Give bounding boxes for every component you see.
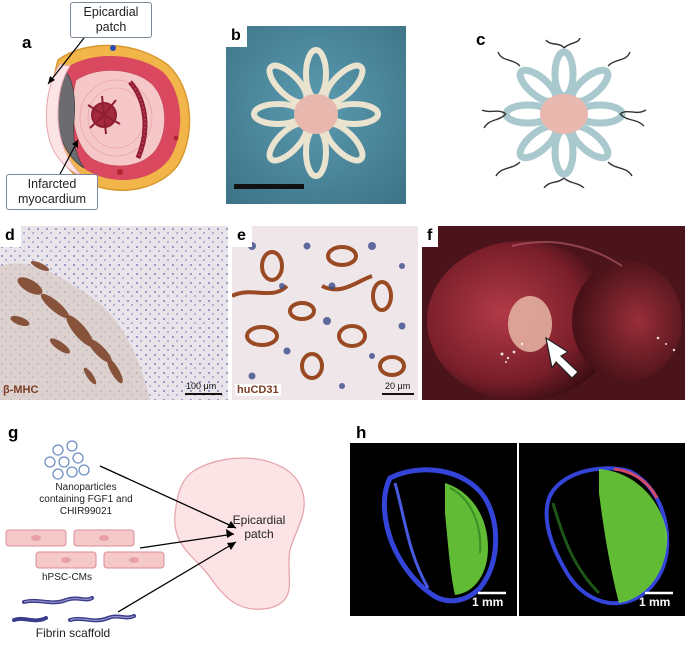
panel-label-h: h [356,423,367,442]
panel-label-e: e [232,226,252,247]
sutured-patch-diagram [481,38,647,188]
patch-components-diagram [5,440,305,623]
stain-label-hucd31: huCD31 [235,384,281,396]
label-fibrin-scaffold: Fibrin scaffold [35,626,111,640]
panel-label-f: f [422,226,439,247]
stain-label-beta-mhc: β-MHC [3,384,39,396]
panel-label-b: b [226,26,247,47]
histology-hucd31: e huCD31 20 μm [232,226,418,400]
histology-beta-mhc: d β-MHC 100 μm [0,226,228,400]
photo-patch-flower: b [226,26,406,204]
panel-label-a: a [22,33,32,52]
scale-label-d: 100 μm [186,381,217,391]
heart-cross-section-diagram [45,37,191,192]
panel-label-g: g [8,423,19,442]
scale-label-e: 20 μm [385,381,411,391]
scale-label-h-left: 1 mm [472,595,504,609]
label-hpsc-cms: hPSC-CMs [41,572,92,583]
photo-heart-with-patch: f [422,226,685,400]
fluorescence-heart-right: 1 mm [519,443,685,616]
fluorescence-heart-left: 1 mm [350,443,517,616]
callout-infarcted-myocardium: Infarcted myocardium [6,174,98,210]
scale-label-h-right: 1 mm [639,595,671,609]
label-nanoparticles: Nanoparticles containing FGF1 and CHIR99… [39,482,133,517]
callout-epicardial-patch: Epicardial patch [70,2,152,38]
panel-label-c: c [476,30,486,49]
label-epicardial-patch: Epicardial patch [232,513,286,541]
panel-label-d: d [0,226,21,247]
